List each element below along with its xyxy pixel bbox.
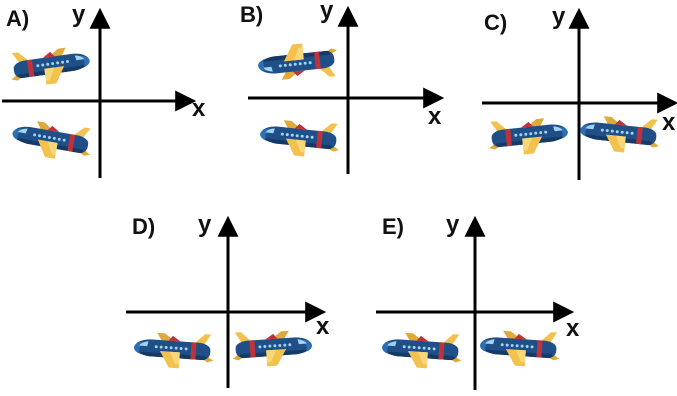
airplane-icon [258,115,342,161]
airplane-icon [478,327,562,369]
option-d: D) x y [126,211,330,388]
airplane-icon [7,42,93,90]
option-label: D) [132,214,155,239]
y-axis-label: y [446,211,460,238]
y-axis-label: y [72,1,86,28]
airplane-icon [256,39,340,85]
x-axis-label: x [662,109,676,136]
option-label: A) [6,6,29,31]
airplane-icon [486,113,570,159]
airplane-icon [132,329,216,371]
airplane-icon [380,329,464,371]
y-axis-label: y [320,0,334,24]
option-label: B) [240,2,263,27]
option-c: C) x y [482,3,677,180]
option-e: E) x y [376,211,580,390]
x-axis-label: x [316,313,330,340]
x-axis-label: x [566,315,580,342]
option-label: E) [382,214,404,239]
x-axis-label: x [428,103,442,130]
option-a: A) x y [2,1,206,178]
y-axis-label: y [198,211,212,238]
airplane-icon [230,327,314,369]
airplane-icon [9,115,95,165]
airplane-icon [578,111,662,157]
x-axis-label: x [192,95,206,122]
option-b: B) x y [240,0,445,174]
option-label: C) [484,10,507,35]
y-axis-label: y [552,3,566,30]
